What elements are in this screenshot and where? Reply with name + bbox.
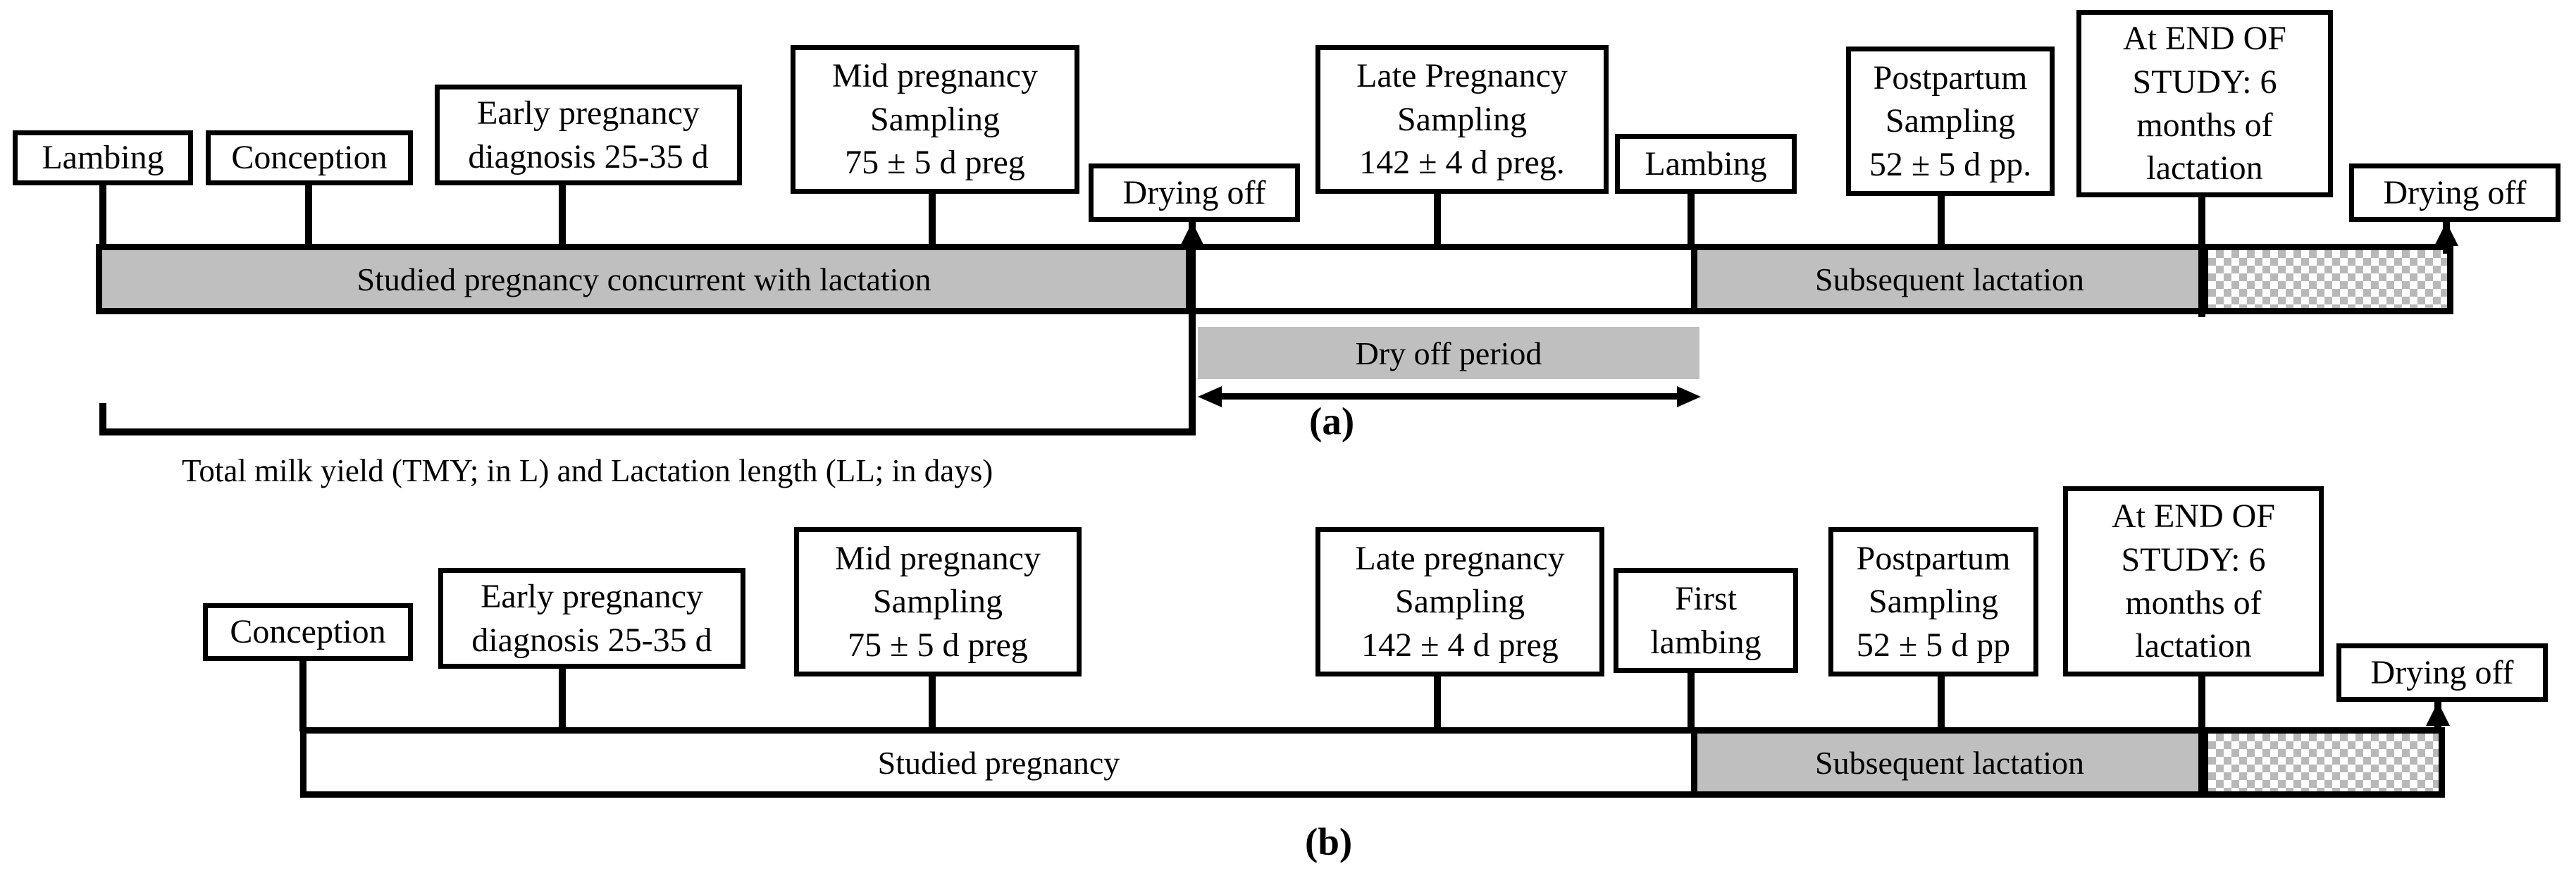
event-box-end-of-study-a: At END OF STUDY: 6 months of lactation (2076, 10, 2333, 197)
arrow-up-icon (1180, 222, 1204, 246)
event-box-late-pregnancy-b: Late pregnancy Sampling 142 ± 4 d preg (1315, 527, 1604, 676)
arrow-up-icon (2426, 702, 2450, 726)
bar-segment-subsequent-lactation-a: Subsequent lactation (1691, 244, 2208, 314)
bar-segment-extended-lactation-a (2202, 244, 2453, 314)
event-box-second-lambing-a: Lambing (1615, 134, 1797, 194)
connector-early-pregnancy-b (559, 669, 566, 731)
event-box-mid-pregnancy-b: Mid pregnancy Sampling 75 ± 5 d preg (794, 527, 1082, 676)
arrow-left-icon (1198, 386, 1222, 407)
event-box-drying-off-a: Drying off (1089, 163, 1300, 222)
event-box-lambing-a: Lambing (13, 130, 193, 185)
connector-late-pregnancy-a (1434, 194, 1441, 247)
tmy-bracket (99, 403, 1196, 435)
connector-end-of-study-a (2198, 197, 2205, 317)
event-box-early-pregnancy-b: Early pregnancy diagnosis 25-35 d (438, 568, 745, 669)
panel-b-label: (b) (1305, 820, 1353, 863)
connector-conception-b (299, 661, 306, 731)
event-box-early-pregnancy-a: Early pregnancy diagnosis 25-35 d (435, 85, 742, 185)
event-box-postpartum-a: Postpartum Sampling 52 ± 5 d pp. (1846, 47, 2055, 196)
tmy-bracket-label: Total milk yield (TMY; in L) and Lactati… (182, 453, 993, 488)
event-box-end-of-study-b: At END OF STUDY: 6 months of lactation (2063, 486, 2324, 676)
connector-late-pregnancy-b (1434, 676, 1441, 731)
drying-off-line-a (1189, 222, 1196, 435)
connector-postpartum-b (1938, 676, 1945, 731)
connector-early-pregnancy-a (559, 185, 566, 247)
connector-mid-pregnancy-b (929, 676, 936, 731)
panel-a-label: (a) (1309, 400, 1355, 443)
connector-end-of-study-b (2198, 676, 2205, 796)
event-box-postpartum-b: Postpartum Sampling 52 ± 5 d pp (1828, 527, 2038, 676)
connector-mid-pregnancy-a (929, 194, 936, 247)
event-box-late-pregnancy-a: Late Pregnancy Sampling 142 ± 4 d preg. (1315, 45, 1609, 194)
event-box-mid-pregnancy-a: Mid pregnancy Sampling 75 ± 5 d preg (791, 45, 1079, 194)
dry-off-span-arrow (1209, 393, 1690, 400)
event-box-first-lambing-b: First lambing (1614, 568, 1798, 673)
connector-lambing-a (99, 185, 106, 247)
event-box-conception-b: Conception (203, 603, 413, 661)
connector-first-lambing-b (1688, 673, 1695, 731)
bar-segment-studied-pregnancy-lactation-a: Studied pregnancy concurrent with lactat… (96, 244, 1192, 314)
arrow-right-icon (1677, 386, 1701, 407)
event-box-conception-a: Conception (206, 130, 413, 185)
bar-segment-extended-lactation-b (2202, 727, 2445, 798)
dry-off-period-band: Dry off period (1198, 327, 1699, 379)
arrow-up-icon (2434, 222, 2458, 246)
connector-conception-a (305, 185, 312, 247)
connector-second-lambing-a (1688, 194, 1695, 247)
connector-postpartum-a (1938, 196, 1945, 247)
event-box-drying-off-end-a: Drying off (2349, 163, 2560, 222)
bar-segment-subsequent-lactation-b: Subsequent lactation (1691, 727, 2208, 798)
bar-segment-studied-pregnancy-b: Studied pregnancy (300, 727, 1697, 798)
event-box-drying-off-b: Drying off (2336, 643, 2548, 702)
bar-segment-dry-gap-a (1186, 244, 1697, 314)
